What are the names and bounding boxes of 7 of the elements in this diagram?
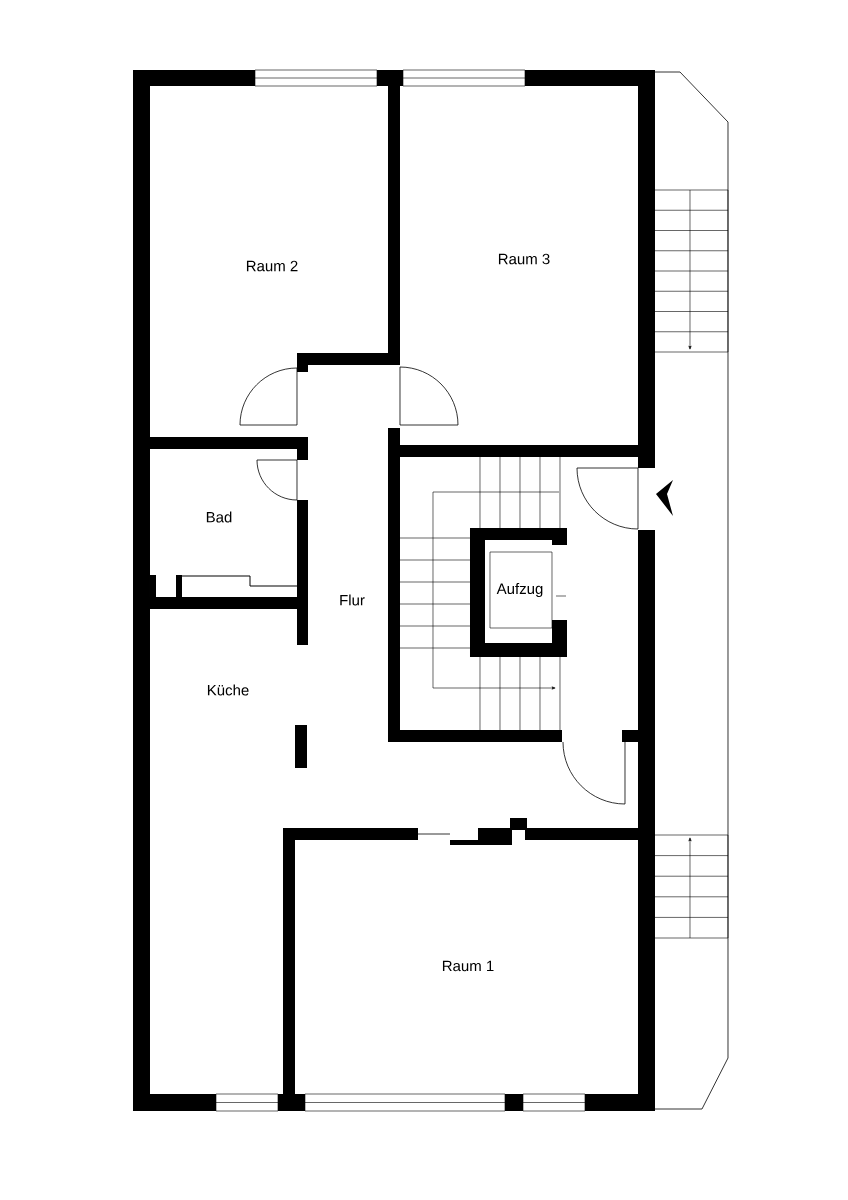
room-label: Bad: [206, 511, 232, 523]
room-label: Raum 1: [442, 960, 494, 972]
room-label: Flur: [340, 594, 365, 606]
room-label: Raum 3: [498, 253, 550, 265]
room-label: Küche: [207, 684, 249, 696]
room-label: Aufzug: [496, 583, 543, 597]
room-label: Raum 2: [246, 260, 298, 272]
